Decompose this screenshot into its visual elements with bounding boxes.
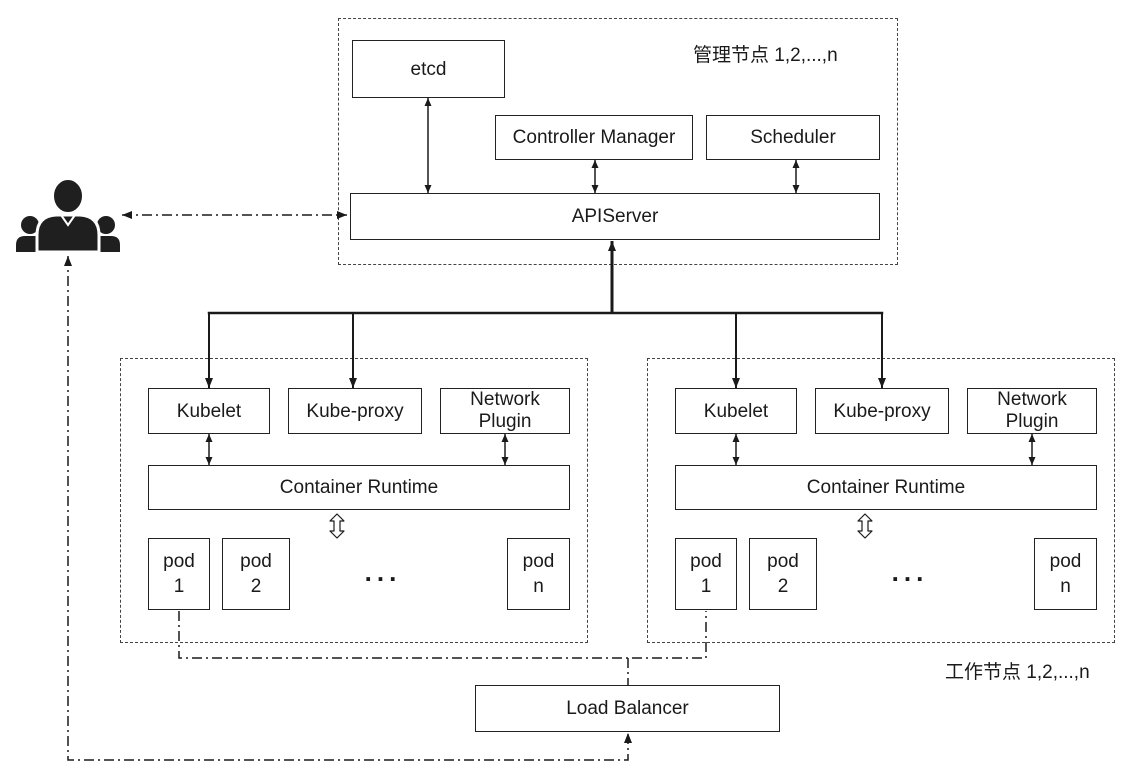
pod-name: pod [690,551,722,572]
kube-proxy-box: Kube-proxy [815,388,949,434]
etcd-label: etcd [410,58,447,80]
container-runtime-label: Container Runtime [279,477,439,498]
controller-manager-label: Controller Manager [512,127,676,148]
kube-proxy-label: Kube-proxy [306,400,404,422]
kubelet-box: Kubelet [675,388,797,434]
pod-box-1: pod 1 [675,538,737,610]
container-runtime-box: Container Runtime [675,465,1097,510]
network-plugin-label-line1: Network [997,389,1067,410]
etcd-box: etcd [352,40,505,98]
worker-node-group-1: Kubelet Kube-proxy Network Plugin Contai… [120,358,588,643]
user-main-head [52,178,84,214]
pod-ellipsis: ... [364,557,402,587]
user-main-body [35,213,101,254]
network-plugin-box: Network Plugin [440,388,570,434]
pod-name: pod [522,551,555,572]
pod-box-2: pod 2 [749,538,817,610]
worker-node-group-2: Kubelet Kube-proxy Network Plugin Contai… [647,358,1115,643]
scheduler-label: Scheduler [750,127,836,148]
network-plugin-box: Network Plugin [967,388,1097,434]
kubelet-box: Kubelet [148,388,270,434]
container-runtime-label: Container Runtime [806,477,966,498]
pod-index: n [1060,576,1071,597]
kube-proxy-label: Kube-proxy [833,400,931,422]
pod-name: pod [767,551,799,572]
load-balancer-label: Load Balancer [566,698,689,719]
pod-name: pod [163,551,195,572]
kubelet-label: Kubelet [703,400,769,422]
pod-name: pod [240,551,272,572]
master-node-label: 管理节点 1,2,...,n [693,45,838,66]
user-main-collar [60,214,76,227]
network-plugin-label-line2: Plugin [478,411,532,432]
kubelet-label: Kubelet [176,400,242,422]
pod-index: 1 [173,576,185,597]
pod-index: 1 [700,576,712,597]
apiserver-box: APIServer [350,193,880,240]
network-plugin-label-line1: Network [470,389,540,410]
worker-nodes-label: 工作节点 1,2,...,n [945,662,1090,683]
pod-index: 2 [777,576,789,597]
pod-index: n [533,576,544,597]
controller-manager-box: Controller Manager [495,115,693,160]
container-runtime-box: Container Runtime [148,465,570,510]
apiserver-label: APIServer [571,206,659,227]
scheduler-box: Scheduler [706,115,880,160]
pod-index: 2 [250,576,262,597]
user-right-head [97,216,115,234]
user-left-head [21,216,39,234]
master-node-group: 管理节点 1,2,...,n etcd Controller Manager S… [338,18,898,265]
load-balancer-box: Load Balancer [475,685,780,732]
pod-box-1: pod 1 [148,538,210,610]
pod-box-n: pod n [507,538,570,610]
user-group-icon [16,178,120,254]
kube-proxy-box: Kube-proxy [288,388,422,434]
pod-box-n: pod n [1034,538,1097,610]
pod-box-2: pod 2 [222,538,290,610]
pod-name: pod [1049,551,1082,572]
pod-ellipsis: ... [891,557,929,587]
network-plugin-label-line2: Plugin [1005,411,1059,432]
